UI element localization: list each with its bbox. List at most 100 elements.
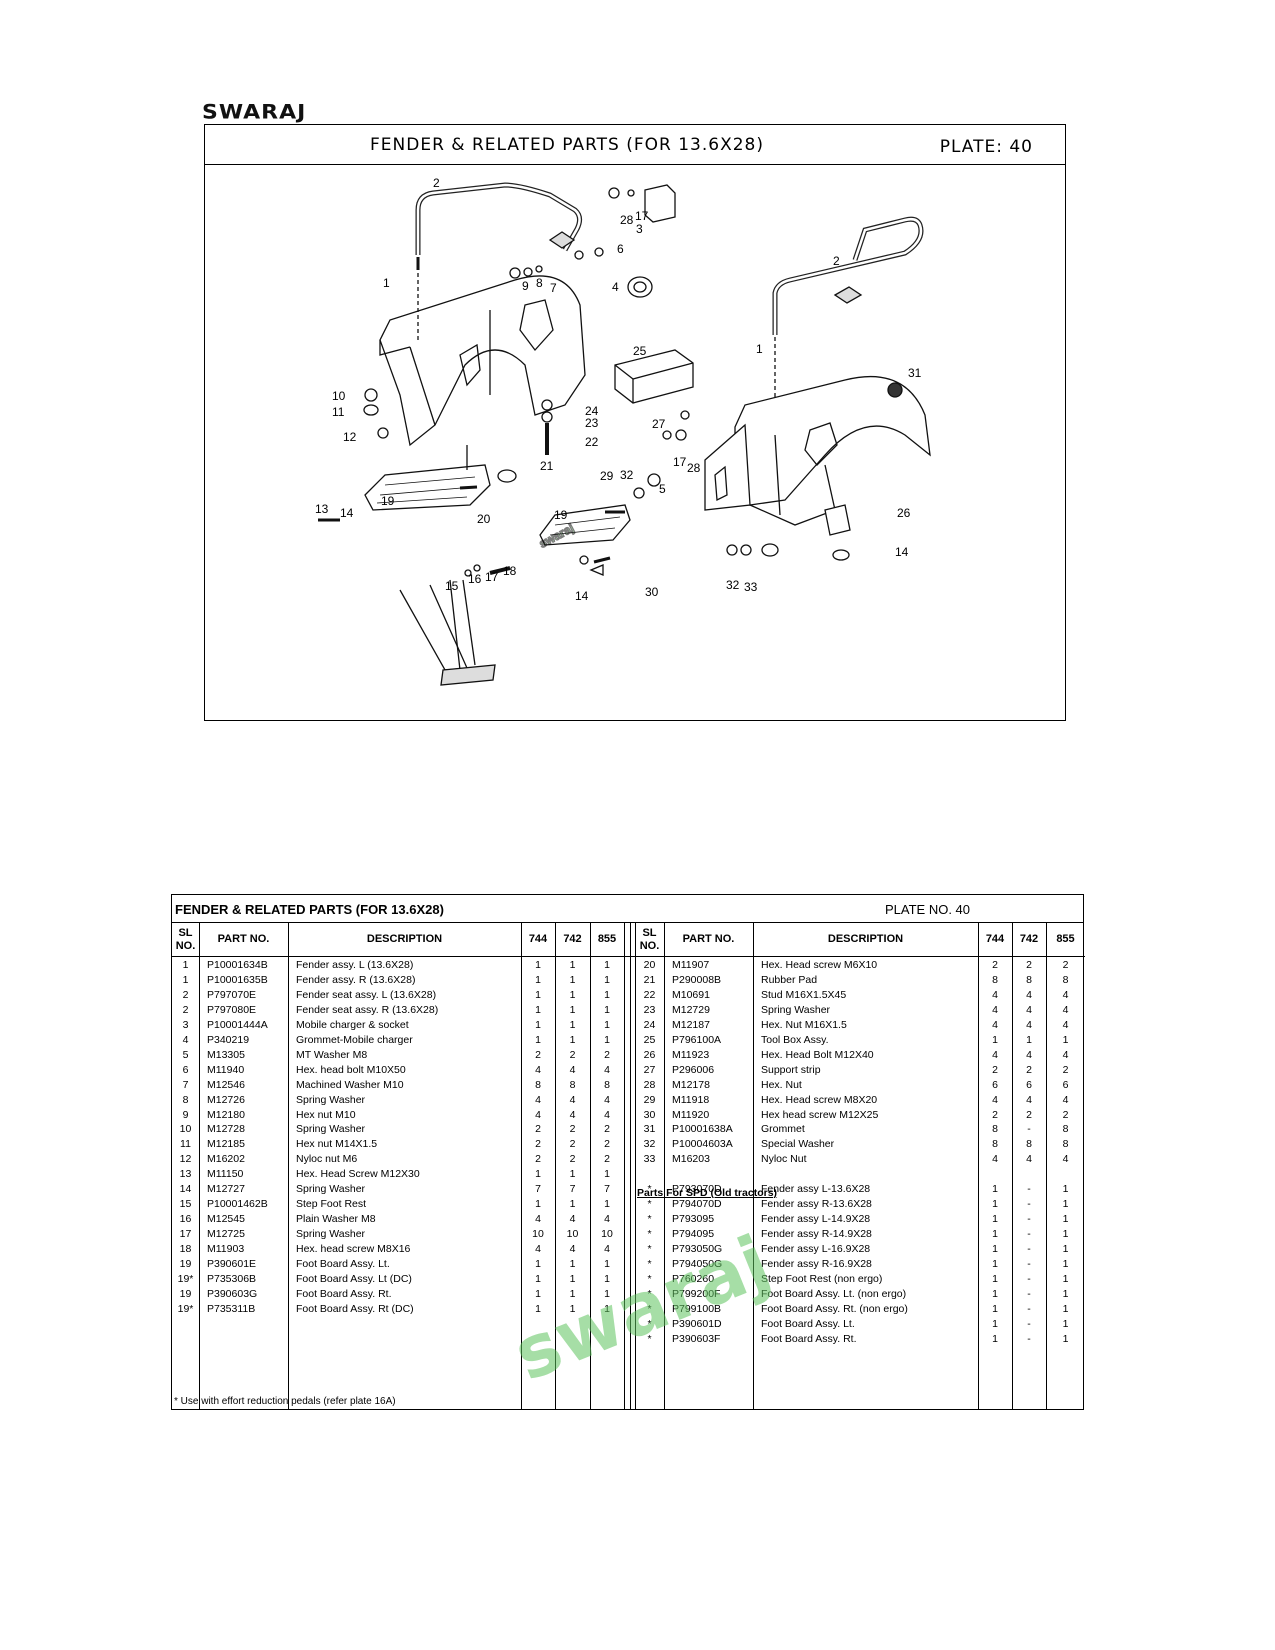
table-cell: P760260 (672, 1272, 715, 1285)
table-cell: 1 (535, 1198, 541, 1211)
table-cell: 25 (643, 1033, 656, 1046)
table-cell: P10004603A (672, 1138, 733, 1151)
table-cell: 4 (992, 1093, 998, 1106)
table-cell: 2 (569, 1153, 576, 1166)
table-cell: 1 (604, 1018, 610, 1031)
plate-header: FENDER & RELATED PARTS (FOR 13.6X28) PLA… (205, 125, 1065, 165)
table-cell: - (1027, 1272, 1031, 1285)
table-cell: 4 (569, 1243, 576, 1256)
table-cell: 3 (182, 1018, 189, 1031)
table-cell: 33 (643, 1153, 656, 1166)
table-cell: 4 (535, 1093, 541, 1106)
table-cell: M16203 (672, 1153, 710, 1166)
table-cell: 4 (992, 1018, 998, 1031)
svg-text:17: 17 (485, 570, 499, 584)
svg-text:8: 8 (536, 276, 543, 290)
table-cell: 2 (182, 1003, 189, 1016)
svg-text:3: 3 (636, 222, 643, 236)
table-cell: - (1027, 1258, 1031, 1270)
table-cell: 1 (535, 959, 541, 971)
table-cell: - (1027, 1213, 1031, 1226)
table-cell: M11903 (207, 1243, 245, 1256)
table-cell: 2 (992, 1108, 998, 1121)
table-cell: P10001638A (672, 1123, 733, 1136)
swaraj-logo: SWARAJ (202, 101, 307, 124)
table-cell: 1 (535, 988, 541, 1001)
table-cell: 1 (535, 1302, 541, 1315)
table-cell: 6 (182, 1063, 189, 1076)
svg-text:13: 13 (315, 502, 329, 516)
table-cell: 21 (643, 973, 656, 986)
table-cell: 4 (569, 1063, 576, 1076)
table-cell: 1 (992, 1228, 998, 1241)
table-cell: 1 (182, 959, 189, 971)
table-cell: Hex. Nut M16X1.5 (761, 1018, 847, 1031)
table-cell: P793050G (672, 1243, 723, 1256)
table-cell: Foot Board Assy. Lt. (761, 1317, 855, 1330)
table-cell: 6 (1026, 1078, 1032, 1091)
col-header-q1: 744 (528, 933, 548, 945)
table-cell: 2 (1062, 1063, 1069, 1076)
col-header-desc: DESCRIPTION (827, 933, 904, 945)
svg-text:24: 24 (585, 404, 599, 418)
table-cell: Hex head screw M12X25 (761, 1108, 879, 1121)
col-header-q3: 855 (1056, 933, 1075, 945)
table-cell: Fender seat assy. R (13.6X28) (296, 1003, 439, 1016)
svg-text:7: 7 (550, 281, 557, 295)
table-cell: Fender assy R-13.6X28 (761, 1198, 872, 1211)
table-cell: 11 (180, 1138, 191, 1151)
table-cell: 23 (643, 1003, 656, 1016)
table-cell: - (1027, 1123, 1031, 1136)
table-cell: 4 (1062, 1093, 1069, 1106)
table-cell: 2 (535, 1048, 541, 1061)
svg-text:10: 10 (332, 389, 346, 403)
table-cell: M10691 (672, 988, 710, 1001)
table-cell: 1 (604, 973, 610, 986)
table-cell: 4 (604, 1108, 610, 1121)
svg-text:19: 19 (554, 508, 568, 522)
col-header-part: PART NO. (217, 933, 270, 945)
table-cell: 1 (604, 988, 610, 1001)
table-cell: Special Washer (761, 1138, 835, 1151)
table-cell: M12727 (207, 1183, 245, 1196)
table-cell: 10 (566, 1228, 579, 1241)
table-cell: 1 (992, 1258, 998, 1270)
exploded-diagram-panel: FENDER & RELATED PARTS (FOR 13.6X28) PLA… (204, 124, 1066, 721)
table-cell: 8 (992, 1138, 998, 1151)
table-cell: 1 (1062, 1272, 1069, 1285)
table-cell: 4 (1026, 1003, 1032, 1016)
plate-number: PLATE: 40 (939, 137, 1033, 157)
table-cell: 1 (604, 1198, 610, 1211)
table-cell: - (1027, 1243, 1031, 1256)
table-cell: M12546 (207, 1078, 245, 1091)
table-cell: 1 (992, 1183, 998, 1196)
table-cell: P390601E (207, 1258, 257, 1270)
table-cell: 5 (182, 1048, 189, 1061)
table-cell: 4 (1026, 1018, 1032, 1031)
table-cell: M11918 (672, 1093, 710, 1106)
table-cell: 2 (604, 1138, 610, 1151)
table-cell: Hex. Nut (761, 1078, 802, 1091)
col-header-q2: 742 (563, 933, 582, 945)
table-cell: Hex nut M14X1.5 (296, 1138, 378, 1151)
table-cell: Step Foot Rest (296, 1198, 367, 1211)
table-cell: Fender assy L-16.9X28 (761, 1243, 871, 1256)
table-cell: 4 (1062, 1003, 1069, 1016)
table-cell: 4 (1026, 1153, 1032, 1166)
table-cell: 18 (179, 1243, 192, 1256)
table-cell: Spring Washer (296, 1183, 366, 1196)
plate-title: FENDER & RELATED PARTS (FOR 13.6X28) (370, 135, 765, 155)
table-cell: 1 (604, 1258, 610, 1270)
table-cell: M12180 (207, 1108, 245, 1121)
table-cell: M12187 (672, 1018, 710, 1031)
table-cell: 8 (992, 973, 998, 986)
table-cell: - (1027, 1317, 1031, 1330)
table-cell: 12 (179, 1153, 192, 1166)
table-cell: 4 (569, 1213, 576, 1226)
svg-text:19: 19 (381, 494, 395, 508)
svg-text:22: 22 (585, 435, 599, 449)
table-cell: 8 (1026, 1138, 1032, 1151)
table-cell: Fender assy. R (13.6X28) (296, 973, 416, 986)
table-cell: 1 (992, 1198, 998, 1211)
